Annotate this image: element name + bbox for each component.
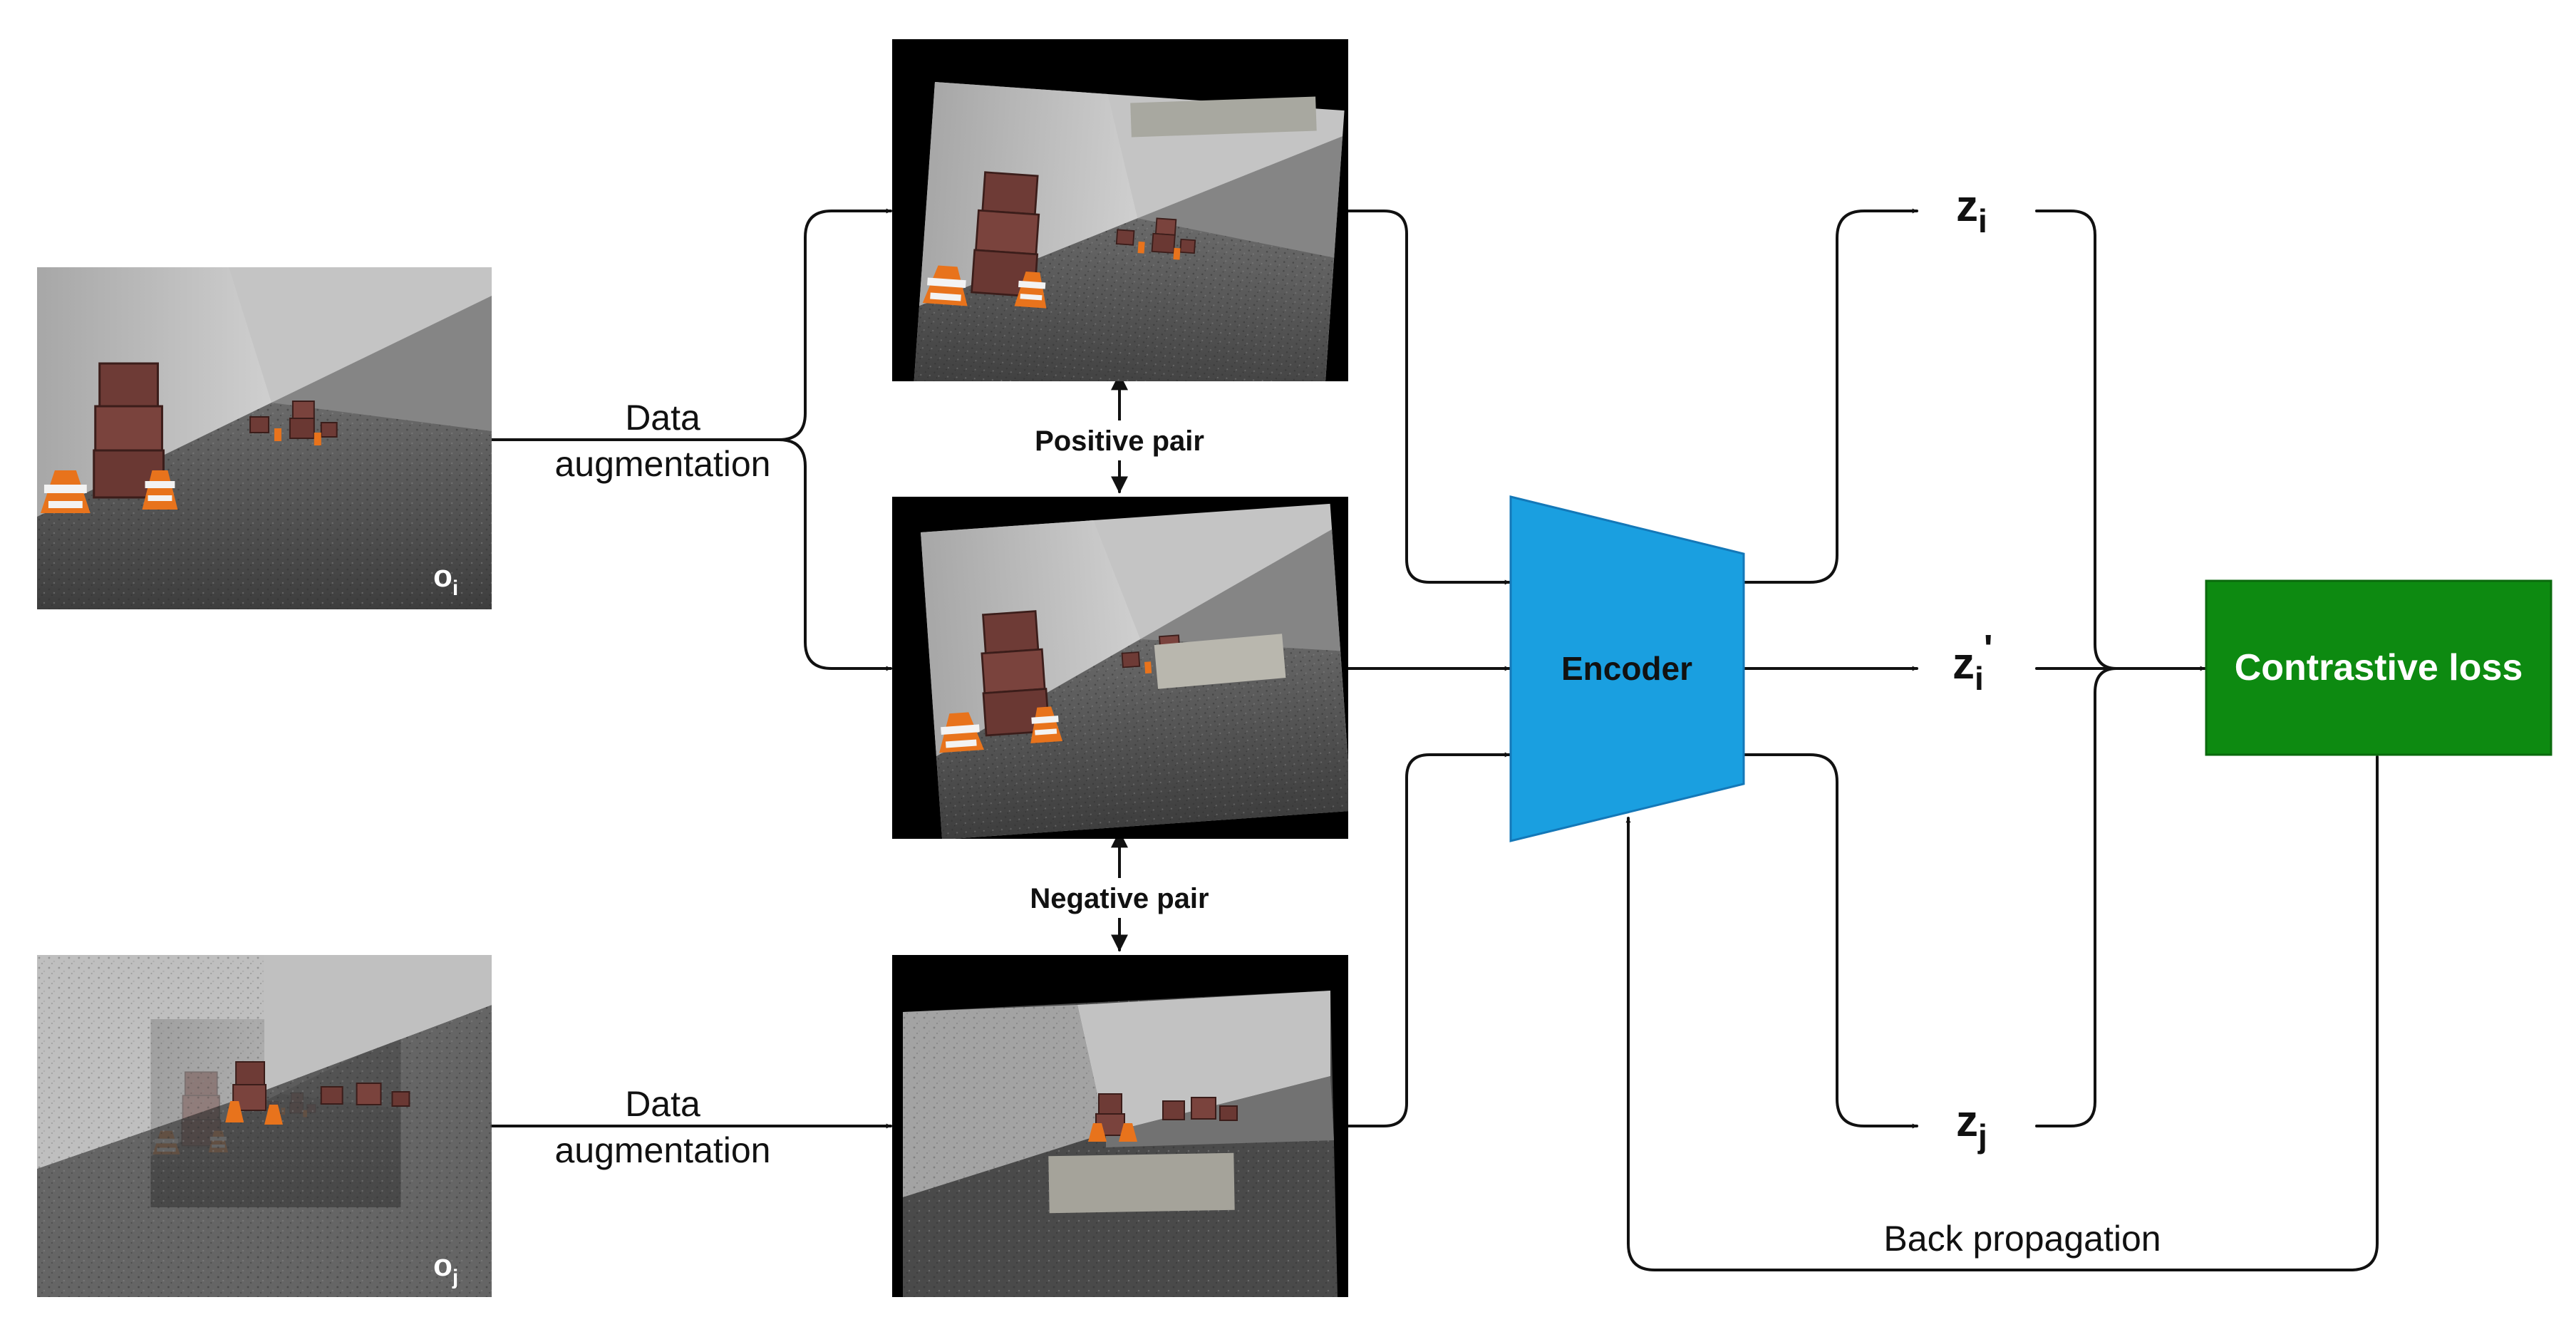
connectors: [490, 208, 2379, 1271]
edge-oi-to-aug1: [490, 208, 892, 441]
edge-aug1-to-encoder: [1347, 210, 1511, 585]
aug-label-top-line1: Data: [625, 398, 700, 438]
zi-label: zi: [1956, 182, 1987, 239]
augmented-image-2: [892, 497, 1348, 839]
oj-label: oj: [433, 1248, 458, 1289]
edge-zi-to-loss: [2035, 210, 2118, 670]
negative-pair-label-bg: [1012, 878, 1227, 918]
edge-encoder-to-zj: [1742, 753, 1918, 1129]
encoder-block: [1509, 495, 1745, 842]
embedding-zj: zj: [1931, 1093, 2031, 1162]
contrastive-loss-block: [2205, 579, 2552, 756]
aug-label-top-line2: augmentation: [554, 444, 770, 484]
augmented-image-1: [892, 39, 1348, 381]
oi-label: oi: [433, 559, 458, 600]
back-propagation-label: Back propagation: [1883, 1219, 2161, 1259]
edge-encoder-to-zi: [1742, 208, 1918, 584]
edge-zj-to-loss: [2035, 667, 2118, 1127]
aug-label-bottom-line1: Data: [625, 1084, 700, 1124]
zj-label: zj: [1956, 1097, 1987, 1155]
positive-pair-label-bg: [1015, 420, 1224, 460]
aug-label-bottom: Data augmentation: [554, 1084, 770, 1170]
edge-aug3-to-encoder: [1347, 752, 1511, 1127]
aug-label-bottom-line2: augmentation: [554, 1130, 770, 1170]
positive-pair-label: Positive pair: [1035, 425, 1204, 457]
edge-oi-to-aug2: [777, 438, 892, 671]
augmented-image-3: [892, 955, 1348, 1297]
aug-label-top: Data augmentation: [554, 398, 770, 484]
edge-back-propagation: [1625, 755, 2379, 1271]
negative-pair-label: Negative pair: [1030, 883, 1209, 914]
encoder-label: Encoder: [1561, 650, 1692, 687]
embedding-zi: zi: [1931, 178, 2031, 247]
observation-oj-image: oj: [37, 955, 492, 1297]
zi-prime-label: zi': [1952, 627, 1993, 697]
observation-oi-image: oi: [37, 267, 492, 609]
contrastive-loss-label: Contrastive loss: [2235, 647, 2523, 688]
embedding-zi-prime: zi': [1931, 627, 2031, 704]
